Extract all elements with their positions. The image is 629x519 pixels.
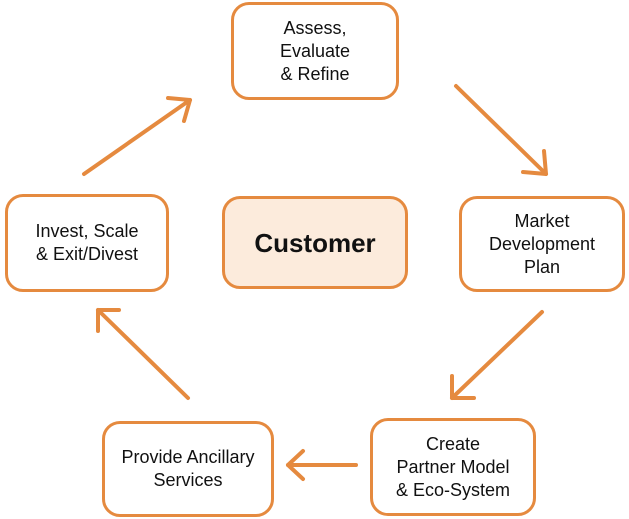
arrow-provide-to-invest <box>96 308 190 400</box>
arrow-assess-to-market <box>454 84 548 176</box>
node-market-development-plan: Market Development Plan <box>459 196 625 292</box>
node-invest-scale-exit: Invest, Scale & Exit/Divest <box>5 194 169 292</box>
center-customer-node: Customer <box>222 196 408 289</box>
node-provide-ancillary-services: Provide Ancillary Services <box>102 421 274 517</box>
node-create-partner-model: Create Partner Model & Eco-System <box>370 418 536 516</box>
arrow-create-to-provide <box>286 449 358 481</box>
node-assess-evaluate-refine: Assess, Evaluate & Refine <box>231 2 399 100</box>
arrow-invest-to-assess <box>82 96 192 176</box>
arrow-market-to-create <box>450 310 544 400</box>
